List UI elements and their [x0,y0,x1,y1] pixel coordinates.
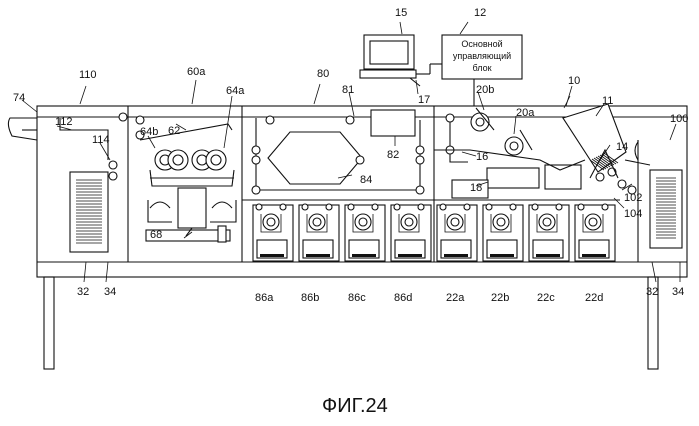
label-20a: 20a [516,107,535,119]
tank-roller-core [359,218,367,226]
tank-roller-small [578,204,584,210]
label-82: 82 [387,149,399,161]
tank-roller-small [348,204,354,210]
tank-roller-small [464,204,470,210]
tank-roller-core [589,218,597,226]
label-104: 104 [624,208,642,220]
label-102: 102 [624,192,642,204]
label-114: 114 [92,134,110,146]
tank-roller-small [532,204,538,210]
tank-8 [575,204,615,261]
tank-5 [437,204,477,261]
machine-legs [44,277,658,369]
label-32-left: 32 [77,286,89,298]
label-11: 11 [602,95,613,107]
tank-roller-small [602,204,608,210]
label-81: 81 [342,84,354,96]
label-22d: 22d [585,292,603,304]
tank-3 [345,204,385,261]
figure-caption: ФИГ.24 [322,395,388,417]
label-86a: 86a [255,292,274,304]
label-17: 17 [418,94,430,106]
tank-roller-small [418,204,424,210]
tank-1 [253,204,293,261]
label-34-right: 34 [672,286,684,298]
label-84: 84 [360,174,372,186]
label-74: 74 [13,92,25,104]
tank-roller-core [451,218,459,226]
tank-liquid [398,254,422,257]
label-100: 100 [670,113,688,125]
label-18: 18 [470,182,482,194]
tank-roller-small [326,204,332,210]
tank-liquid [306,254,330,257]
control-unit-line3: блок [472,63,491,73]
tank-roller-small [440,204,446,210]
label-60a: 60a [187,66,206,78]
control-unit-line1: Основной [461,39,502,49]
tank-roller-small [302,204,308,210]
label-86b: 86b [301,292,319,304]
label-64a: 64a [226,85,245,97]
label-112: 112 [55,116,73,128]
label-34-left: 34 [104,286,116,298]
label-22c: 22c [537,292,555,304]
tank-liquid [582,254,606,257]
tank-roller-core [313,218,321,226]
tank-roller-core [405,218,413,226]
label-12: 12 [474,7,486,19]
tank-roller-core [543,218,551,226]
label-64b: 64b [140,126,158,138]
label-62: 62 [168,125,180,137]
control-unit-line2: управляющий [453,51,511,61]
tank-liquid [536,254,560,257]
label-86d: 86d [394,292,412,304]
tank-liquid [260,254,284,257]
label-20b: 20b [476,84,494,96]
tank-liquid [444,254,468,257]
tank-roller-small [280,204,286,210]
output-tray [8,118,37,140]
label-110: 110 [79,69,97,81]
tank-roller-small [556,204,562,210]
tank-roller-small [372,204,378,210]
computer-terminal [360,35,442,86]
label-86c: 86c [348,292,366,304]
label-16: 16 [476,151,488,163]
tank-roller-core [497,218,505,226]
tank-2 [299,204,339,261]
tank-roller-small [510,204,516,210]
label-14: 14 [616,141,628,153]
tank-roller-small [394,204,400,210]
tank-6 [483,204,523,261]
tank-roller-small [256,204,262,210]
tank-4 [391,204,431,261]
label-80: 80 [317,68,329,80]
tank-liquid [352,254,376,257]
label-68: 68 [150,229,162,241]
tank-roller-core [267,218,275,226]
tank-liquid [490,254,514,257]
tank-roller-small [486,204,492,210]
label-22b: 22b [491,292,509,304]
label-32-right: 32 [646,286,658,298]
label-15: 15 [395,7,407,19]
tank-7 [529,204,569,261]
label-10: 10 [568,75,580,87]
label-22a: 22a [446,292,465,304]
